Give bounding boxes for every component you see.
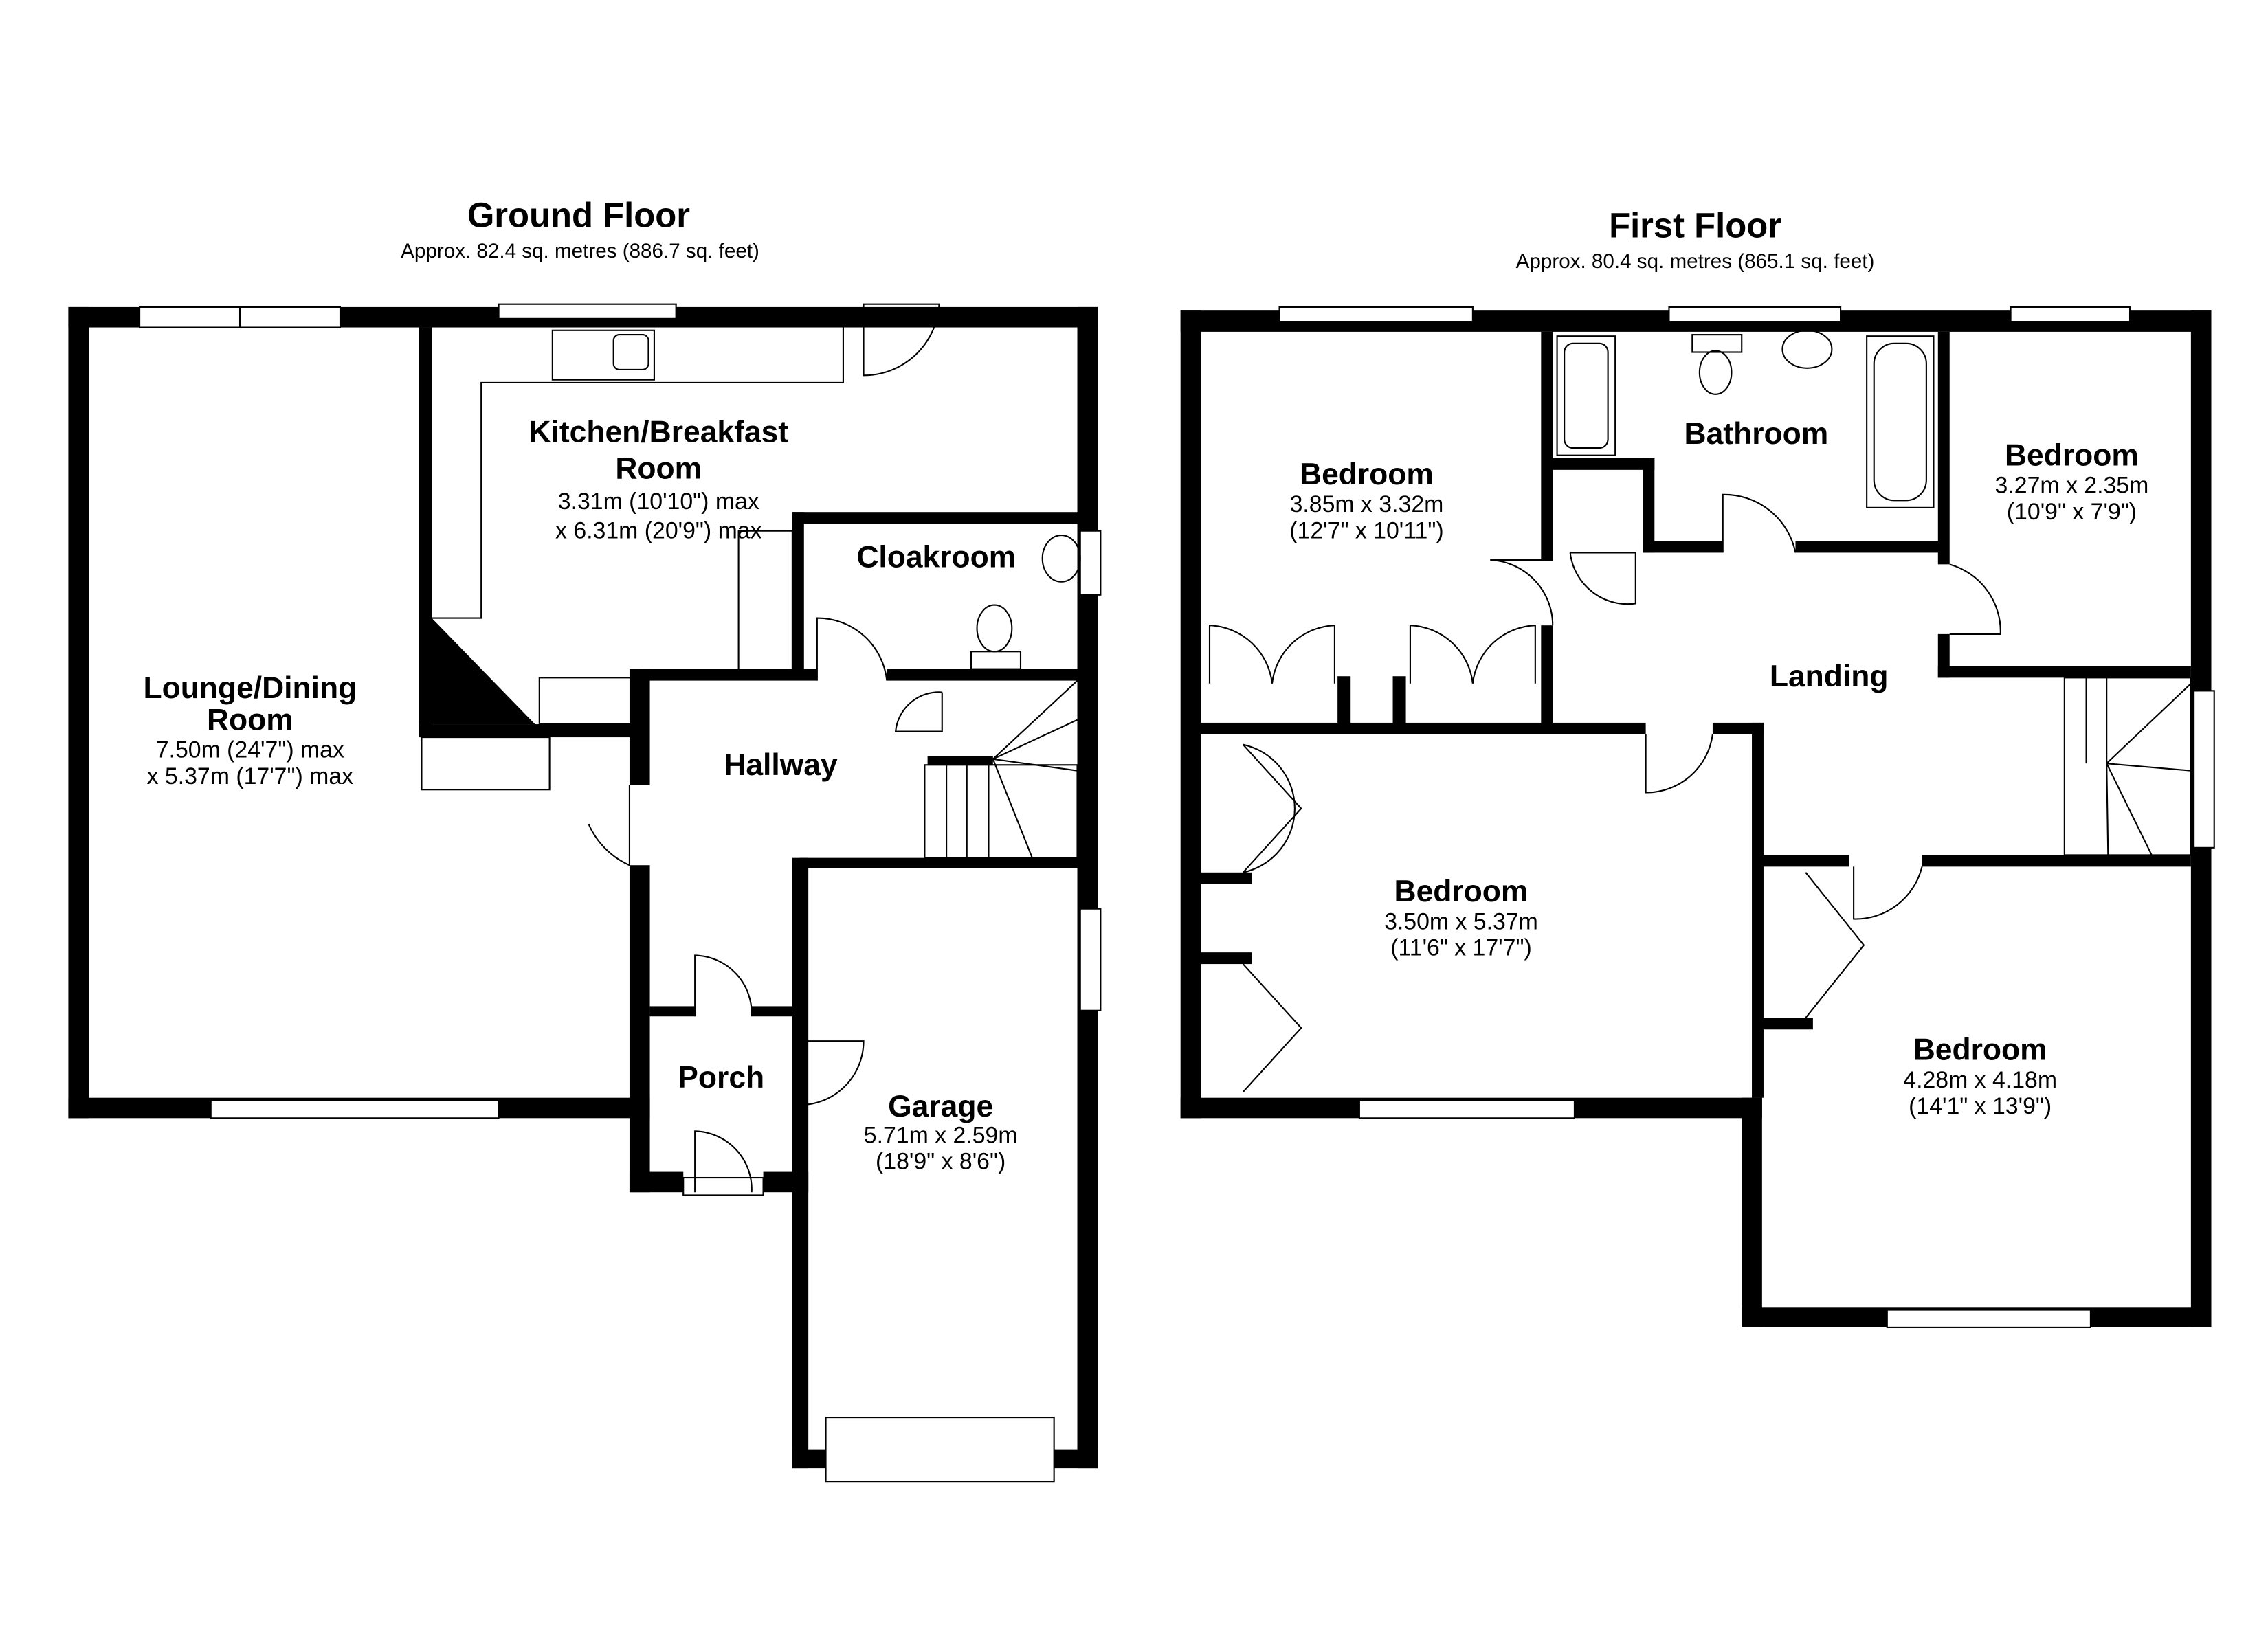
- room-dimensions: (14'1" x 13'9"): [1909, 1093, 2052, 1119]
- ground-floor-plan: Ground Floor Approx. 82.4 sq. metres (88…: [68, 196, 1102, 1483]
- window: [498, 303, 677, 319]
- room-label-garage: Garage: [888, 1090, 993, 1123]
- wardrobe-door: [1242, 963, 1302, 1092]
- door: [816, 617, 888, 681]
- room-dimensions: 3.85m x 3.32m: [1290, 491, 1444, 517]
- ground-floor-labels: Lounge/Dining Room 7.50m (24'7") max x 5…: [143, 416, 1017, 1175]
- window: [682, 1176, 764, 1196]
- door: [1645, 734, 1713, 794]
- room-dimensions: x 6.31m (20'9") max: [555, 517, 762, 543]
- shower-icon: [1556, 335, 1616, 456]
- window: [2193, 690, 2215, 849]
- ground-floor-walls: [68, 306, 1098, 1469]
- room-dimensions: (12'7" x 10'11"): [1289, 517, 1443, 543]
- basin-icon: [1781, 329, 1833, 369]
- door: [799, 1040, 865, 1106]
- window: [1358, 1099, 1576, 1119]
- room-label-bathroom: Bathroom: [1685, 417, 1829, 451]
- room-dimensions: (11'6" x 17'7"): [1390, 934, 1532, 961]
- door: [588, 785, 631, 866]
- door: [1853, 866, 1923, 920]
- ground-floor-doors: [588, 303, 943, 1193]
- first-floor-area: Approx. 80.4 sq. metres (865.1 sq. feet): [1516, 250, 1875, 273]
- garage-door: [825, 1417, 1055, 1483]
- window: [1886, 1309, 2091, 1328]
- window: [1278, 306, 1474, 323]
- room-label-bedroom: Bedroom: [1394, 875, 1528, 908]
- ground-floor-fixtures: [421, 327, 1081, 859]
- wardrobe-door: [1243, 743, 1296, 873]
- staircase: [924, 680, 1078, 859]
- window: [2010, 306, 2131, 323]
- room-dimensions: (18'9" x 8'6"): [876, 1148, 1005, 1174]
- ground-floor-title: Ground Floor: [467, 196, 690, 235]
- room-label-kitchen: Kitchen/Breakfast: [529, 416, 788, 449]
- window: [1079, 908, 1102, 1011]
- room-label-bedroom: Bedroom: [2005, 439, 2139, 473]
- ground-floor-area: Approx. 82.4 sq. metres (886.7 sq. feet): [401, 240, 759, 262]
- room-label-hallway: Hallway: [724, 748, 838, 782]
- room-label-porch: Porch: [678, 1061, 764, 1095]
- door: [1949, 563, 2001, 635]
- toilet-icon: [976, 604, 1013, 653]
- ground-floor-windows: [139, 303, 1102, 1483]
- wardrobe-door: [1208, 625, 1335, 684]
- first-floor-doors: [1208, 493, 2001, 1092]
- door: [1722, 493, 1797, 553]
- first-floor-plan: First Floor Approx. 80.4 sq. metres (865…: [1180, 205, 2215, 1328]
- first-floor-title: First Floor: [1609, 205, 1781, 245]
- door: [694, 1130, 753, 1193]
- room-dimensions: 7.50m (24'7") max: [156, 737, 344, 763]
- first-floor-labels: Bedroom 3.85m x 3.32m (12'7" x 10'11") B…: [1289, 417, 2148, 1119]
- bath-icon: [1866, 335, 1935, 508]
- room-label-lounge: Lounge/Dining: [143, 671, 357, 705]
- door: [1490, 559, 1554, 626]
- first-floor-fixtures: [1556, 329, 2192, 856]
- sink-icon: [551, 329, 655, 381]
- door: [894, 691, 943, 732]
- room-dimensions: (10'9" x 7'9"): [2007, 499, 2137, 525]
- room-label-cloakroom: Cloakroom: [856, 541, 1016, 574]
- door: [863, 303, 940, 377]
- window: [1668, 306, 1842, 323]
- door: [694, 954, 753, 1017]
- staircase: [2063, 677, 2192, 856]
- first-floor-windows: [1278, 306, 2215, 1328]
- room-label-landing: Landing: [1770, 660, 1889, 693]
- door: [1569, 552, 1636, 605]
- room-label-bedroom: Bedroom: [1913, 1033, 2047, 1067]
- room-dimensions: 3.50m x 5.37m: [1384, 908, 1538, 934]
- room-dimensions: 4.28m x 4.18m: [1903, 1067, 2057, 1093]
- room-dimensions: 3.31m (10'10") max: [558, 489, 759, 515]
- window: [210, 1099, 500, 1119]
- wardrobe-door: [1805, 872, 1865, 1019]
- room-dimensions: 3.27m x 2.35m: [1995, 473, 2149, 499]
- room-label-bedroom: Bedroom: [1300, 458, 1434, 491]
- wardrobe-door: [1242, 743, 1302, 873]
- window: [1079, 530, 1102, 596]
- toilet-icon: [1698, 350, 1733, 395]
- room-dimensions: x 5.37m (17'7") max: [147, 763, 354, 789]
- wardrobe-door: [1409, 625, 1536, 684]
- basin-icon: [1041, 534, 1081, 583]
- room-dimensions: 5.71m x 2.59m: [864, 1122, 1018, 1148]
- room-label-kitchen-2: Room: [615, 452, 702, 486]
- room-label-lounge-2: Room: [207, 704, 293, 737]
